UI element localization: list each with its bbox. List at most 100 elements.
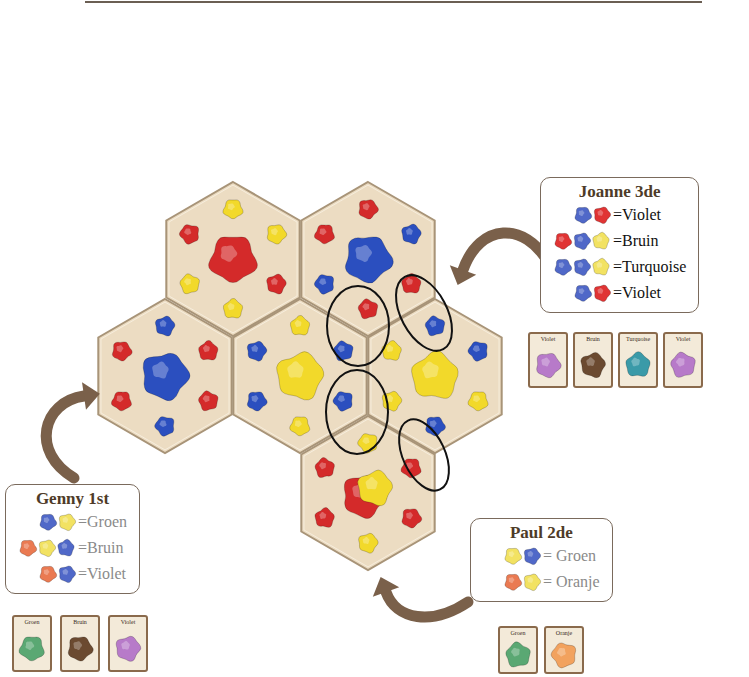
paint-blob bbox=[537, 353, 562, 377]
mix-result: =Violet bbox=[613, 283, 661, 303]
mix-rule: =Violet bbox=[553, 202, 686, 228]
card-blob bbox=[575, 344, 611, 386]
color-blobs bbox=[18, 538, 78, 558]
paint-blob bbox=[155, 417, 174, 437]
card-blob bbox=[620, 344, 656, 386]
paint-blob bbox=[524, 548, 540, 565]
color-blobs bbox=[553, 231, 613, 251]
paint-blob bbox=[575, 207, 592, 223]
paint-blob bbox=[574, 233, 590, 250]
paint-blob bbox=[359, 200, 379, 219]
paint-blob bbox=[382, 341, 401, 361]
paint-blob bbox=[359, 533, 379, 553]
paint-blob bbox=[358, 299, 378, 319]
paint-blob bbox=[209, 237, 258, 283]
turn-arrow bbox=[463, 233, 548, 270]
hex-tile bbox=[98, 299, 231, 453]
paint-blob bbox=[40, 566, 57, 582]
color-card: Violet bbox=[108, 615, 148, 672]
mix-icons bbox=[553, 205, 613, 225]
paint-blob bbox=[345, 237, 393, 283]
hex-tile bbox=[301, 416, 434, 570]
color-card: Groen bbox=[498, 626, 538, 674]
paint-blob bbox=[267, 225, 286, 244]
card-label: Bruin bbox=[575, 334, 611, 343]
mix-icons bbox=[553, 283, 613, 303]
mix-icons bbox=[18, 564, 78, 584]
paint-blob bbox=[59, 566, 75, 583]
color-blobs bbox=[503, 572, 543, 592]
paint-blob bbox=[358, 470, 393, 506]
card-blob bbox=[546, 638, 582, 672]
paint-blob bbox=[180, 274, 200, 294]
player-heading: Paul 2de bbox=[483, 523, 600, 543]
paint-blob bbox=[334, 341, 354, 361]
mix-icons bbox=[553, 231, 613, 251]
pair-circles bbox=[326, 266, 464, 498]
mix-rule: =Bruin bbox=[18, 535, 127, 561]
paint-blob bbox=[59, 514, 75, 531]
pair-circle bbox=[384, 266, 463, 360]
card-label: Violet bbox=[665, 334, 701, 343]
color-blobs bbox=[553, 257, 613, 277]
paint-blob bbox=[143, 353, 190, 400]
paint-blob bbox=[594, 207, 610, 224]
card-blob bbox=[62, 627, 98, 670]
arrow-head bbox=[373, 577, 399, 597]
paint-blob bbox=[358, 434, 377, 454]
mix-rule: = Groen bbox=[483, 543, 600, 569]
mix-result: =Violet bbox=[613, 205, 661, 225]
top-rule bbox=[85, 1, 702, 3]
paint-blob bbox=[555, 259, 572, 275]
paint-blob bbox=[277, 352, 324, 400]
paint-blob bbox=[199, 391, 219, 411]
card-label: Groen bbox=[500, 628, 536, 637]
paint-blob bbox=[247, 392, 267, 411]
color-card: Groen bbox=[12, 615, 52, 672]
paint-blob bbox=[112, 342, 132, 361]
arrow-head bbox=[82, 382, 100, 410]
paint-blob bbox=[505, 548, 522, 564]
color-card: Bruin bbox=[573, 332, 613, 388]
pair-circle bbox=[326, 370, 388, 454]
color-card: Turquoise bbox=[618, 332, 658, 388]
paint-blob bbox=[402, 224, 422, 244]
paint-blob bbox=[314, 275, 333, 295]
paint-blob bbox=[333, 392, 352, 412]
paint-blob bbox=[314, 225, 334, 244]
color-blobs bbox=[573, 205, 613, 225]
paint-blob bbox=[68, 637, 93, 661]
paint-blob bbox=[179, 225, 198, 245]
hex-tiles bbox=[98, 182, 501, 570]
paint-blob bbox=[199, 340, 218, 360]
paint-blob bbox=[247, 341, 267, 361]
card-label: Groen bbox=[14, 617, 50, 626]
paint-blob bbox=[290, 417, 310, 436]
paint-blob bbox=[555, 233, 572, 249]
paint-blob bbox=[39, 540, 55, 557]
mix-result: =Groen bbox=[78, 512, 127, 532]
mix-rule: =Groen bbox=[18, 509, 127, 535]
paint-blob bbox=[575, 285, 592, 301]
player-heading: Joanne 3de bbox=[553, 182, 686, 202]
mix-result: =Bruin bbox=[78, 538, 123, 558]
paint-blob bbox=[468, 342, 487, 362]
color-card: Violet bbox=[528, 332, 568, 388]
arrow-head bbox=[450, 265, 476, 285]
color-card: Violet bbox=[663, 332, 703, 388]
paint-blob bbox=[593, 258, 609, 275]
paint-blob bbox=[505, 574, 522, 590]
paint-blob bbox=[315, 458, 334, 478]
pair-circle bbox=[327, 286, 389, 366]
paint-blob bbox=[594, 285, 610, 302]
card-label: Violet bbox=[110, 617, 146, 626]
paint-blob bbox=[20, 540, 37, 556]
paint-blob bbox=[626, 352, 650, 377]
paint-blob bbox=[593, 232, 609, 249]
paint-blob bbox=[58, 539, 74, 556]
pair-circle bbox=[389, 412, 459, 499]
paint-blob bbox=[671, 352, 696, 377]
paint-blob bbox=[402, 509, 422, 528]
card-label: Turquoise bbox=[620, 334, 656, 343]
color-card: Oranje bbox=[544, 626, 584, 674]
